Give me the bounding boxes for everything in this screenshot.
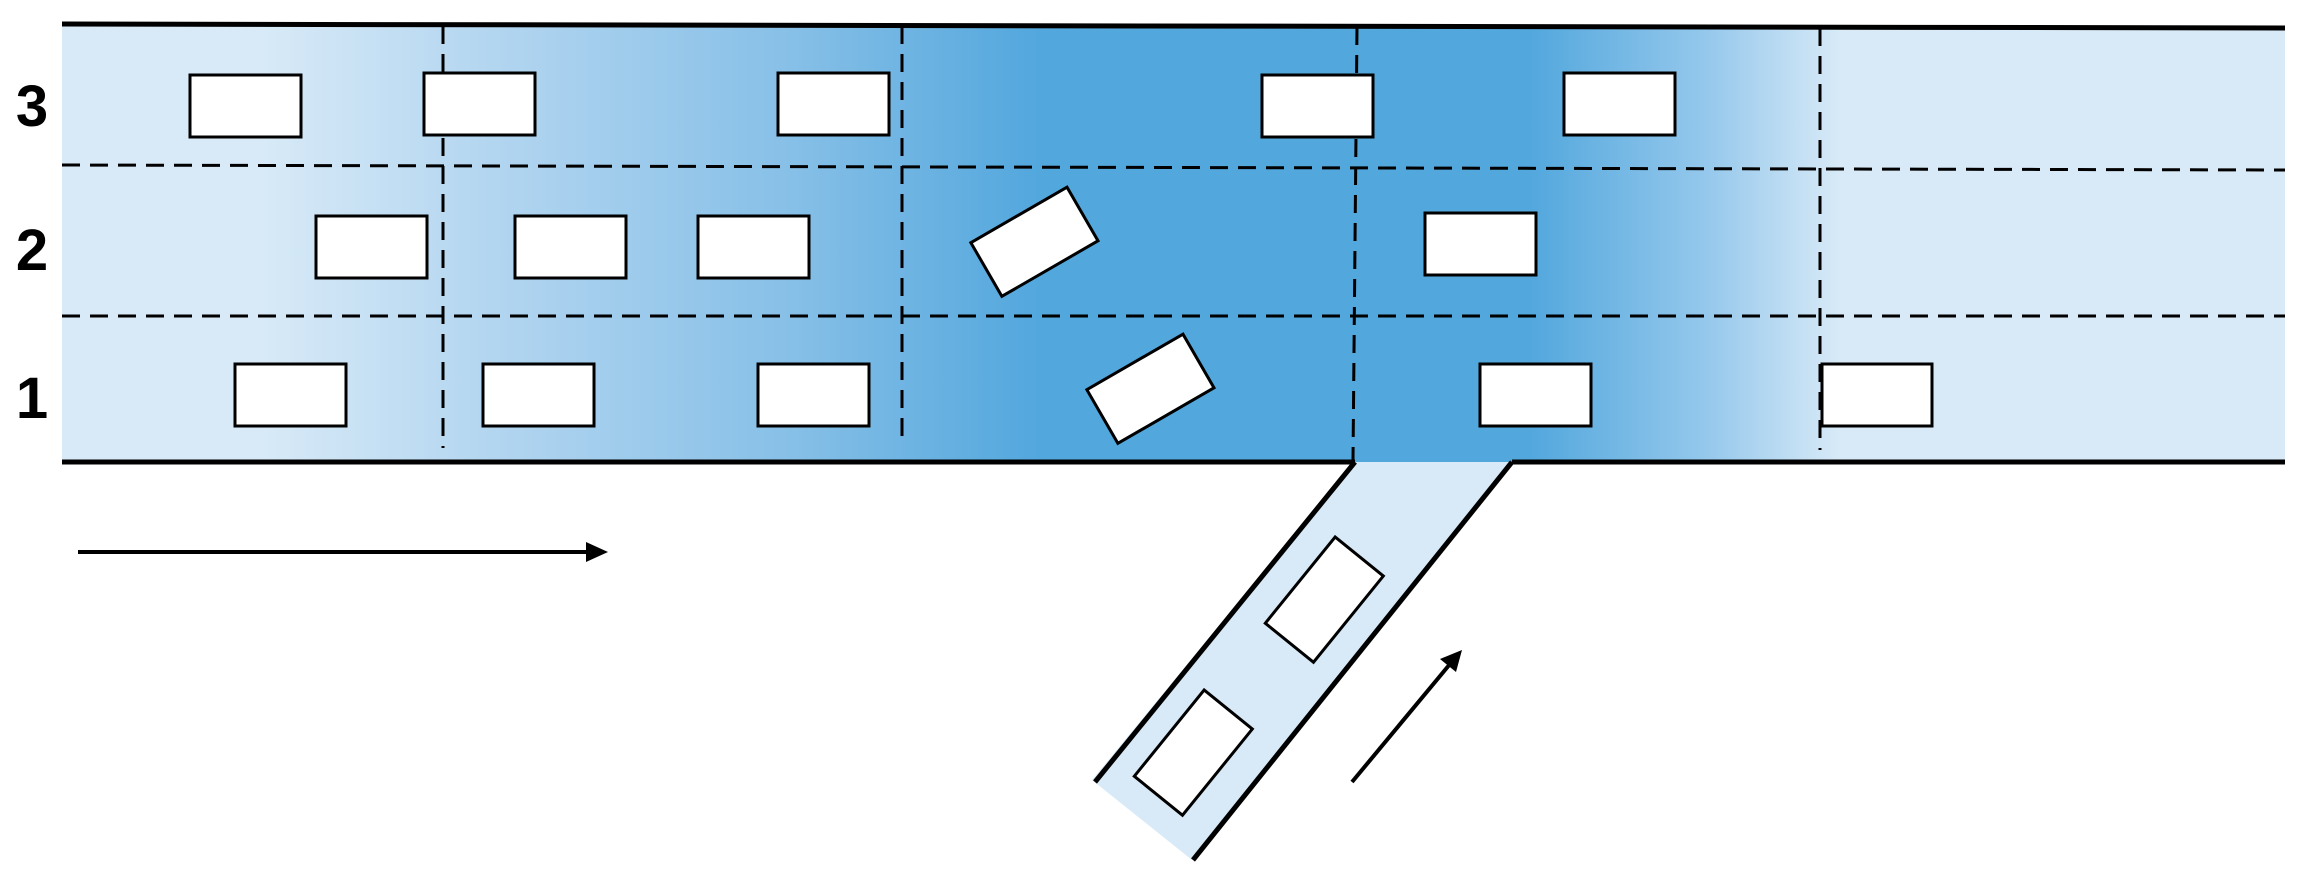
vehicle — [314, 214, 429, 280]
vehicle — [481, 362, 596, 428]
ramp-right-edge — [1191, 460, 1514, 862]
arrow-up-right-icon — [1350, 650, 1462, 784]
lane-label-1: 1 — [16, 366, 48, 431]
vehicle-changing-lane — [968, 185, 1101, 299]
road-top-edge — [61, 21, 2286, 31]
ramp-left-edge — [1093, 460, 1357, 784]
lane-label-2: 2 — [16, 218, 48, 283]
vehicle — [422, 71, 537, 137]
vehicle — [696, 214, 811, 280]
lane-divider-3-2 — [61, 163, 2286, 172]
vehicle — [233, 362, 348, 428]
vehicle — [1820, 362, 1934, 428]
vehicle — [513, 214, 628, 280]
vehicle — [1478, 362, 1593, 428]
arrow-right-icon — [78, 542, 608, 562]
vehicle — [1423, 211, 1538, 277]
lane-label-3: 3 — [16, 74, 48, 139]
vehicle — [776, 71, 891, 137]
vehicle — [1260, 73, 1375, 139]
ramp-vehicle — [1132, 687, 1255, 818]
ramp-vehicle — [1263, 534, 1386, 665]
vehicle — [756, 362, 871, 428]
vehicle-merging — [1084, 332, 1217, 446]
vehicle — [1562, 71, 1677, 137]
vehicle — [188, 73, 303, 139]
mainline-road-surface — [62, 24, 2285, 462]
